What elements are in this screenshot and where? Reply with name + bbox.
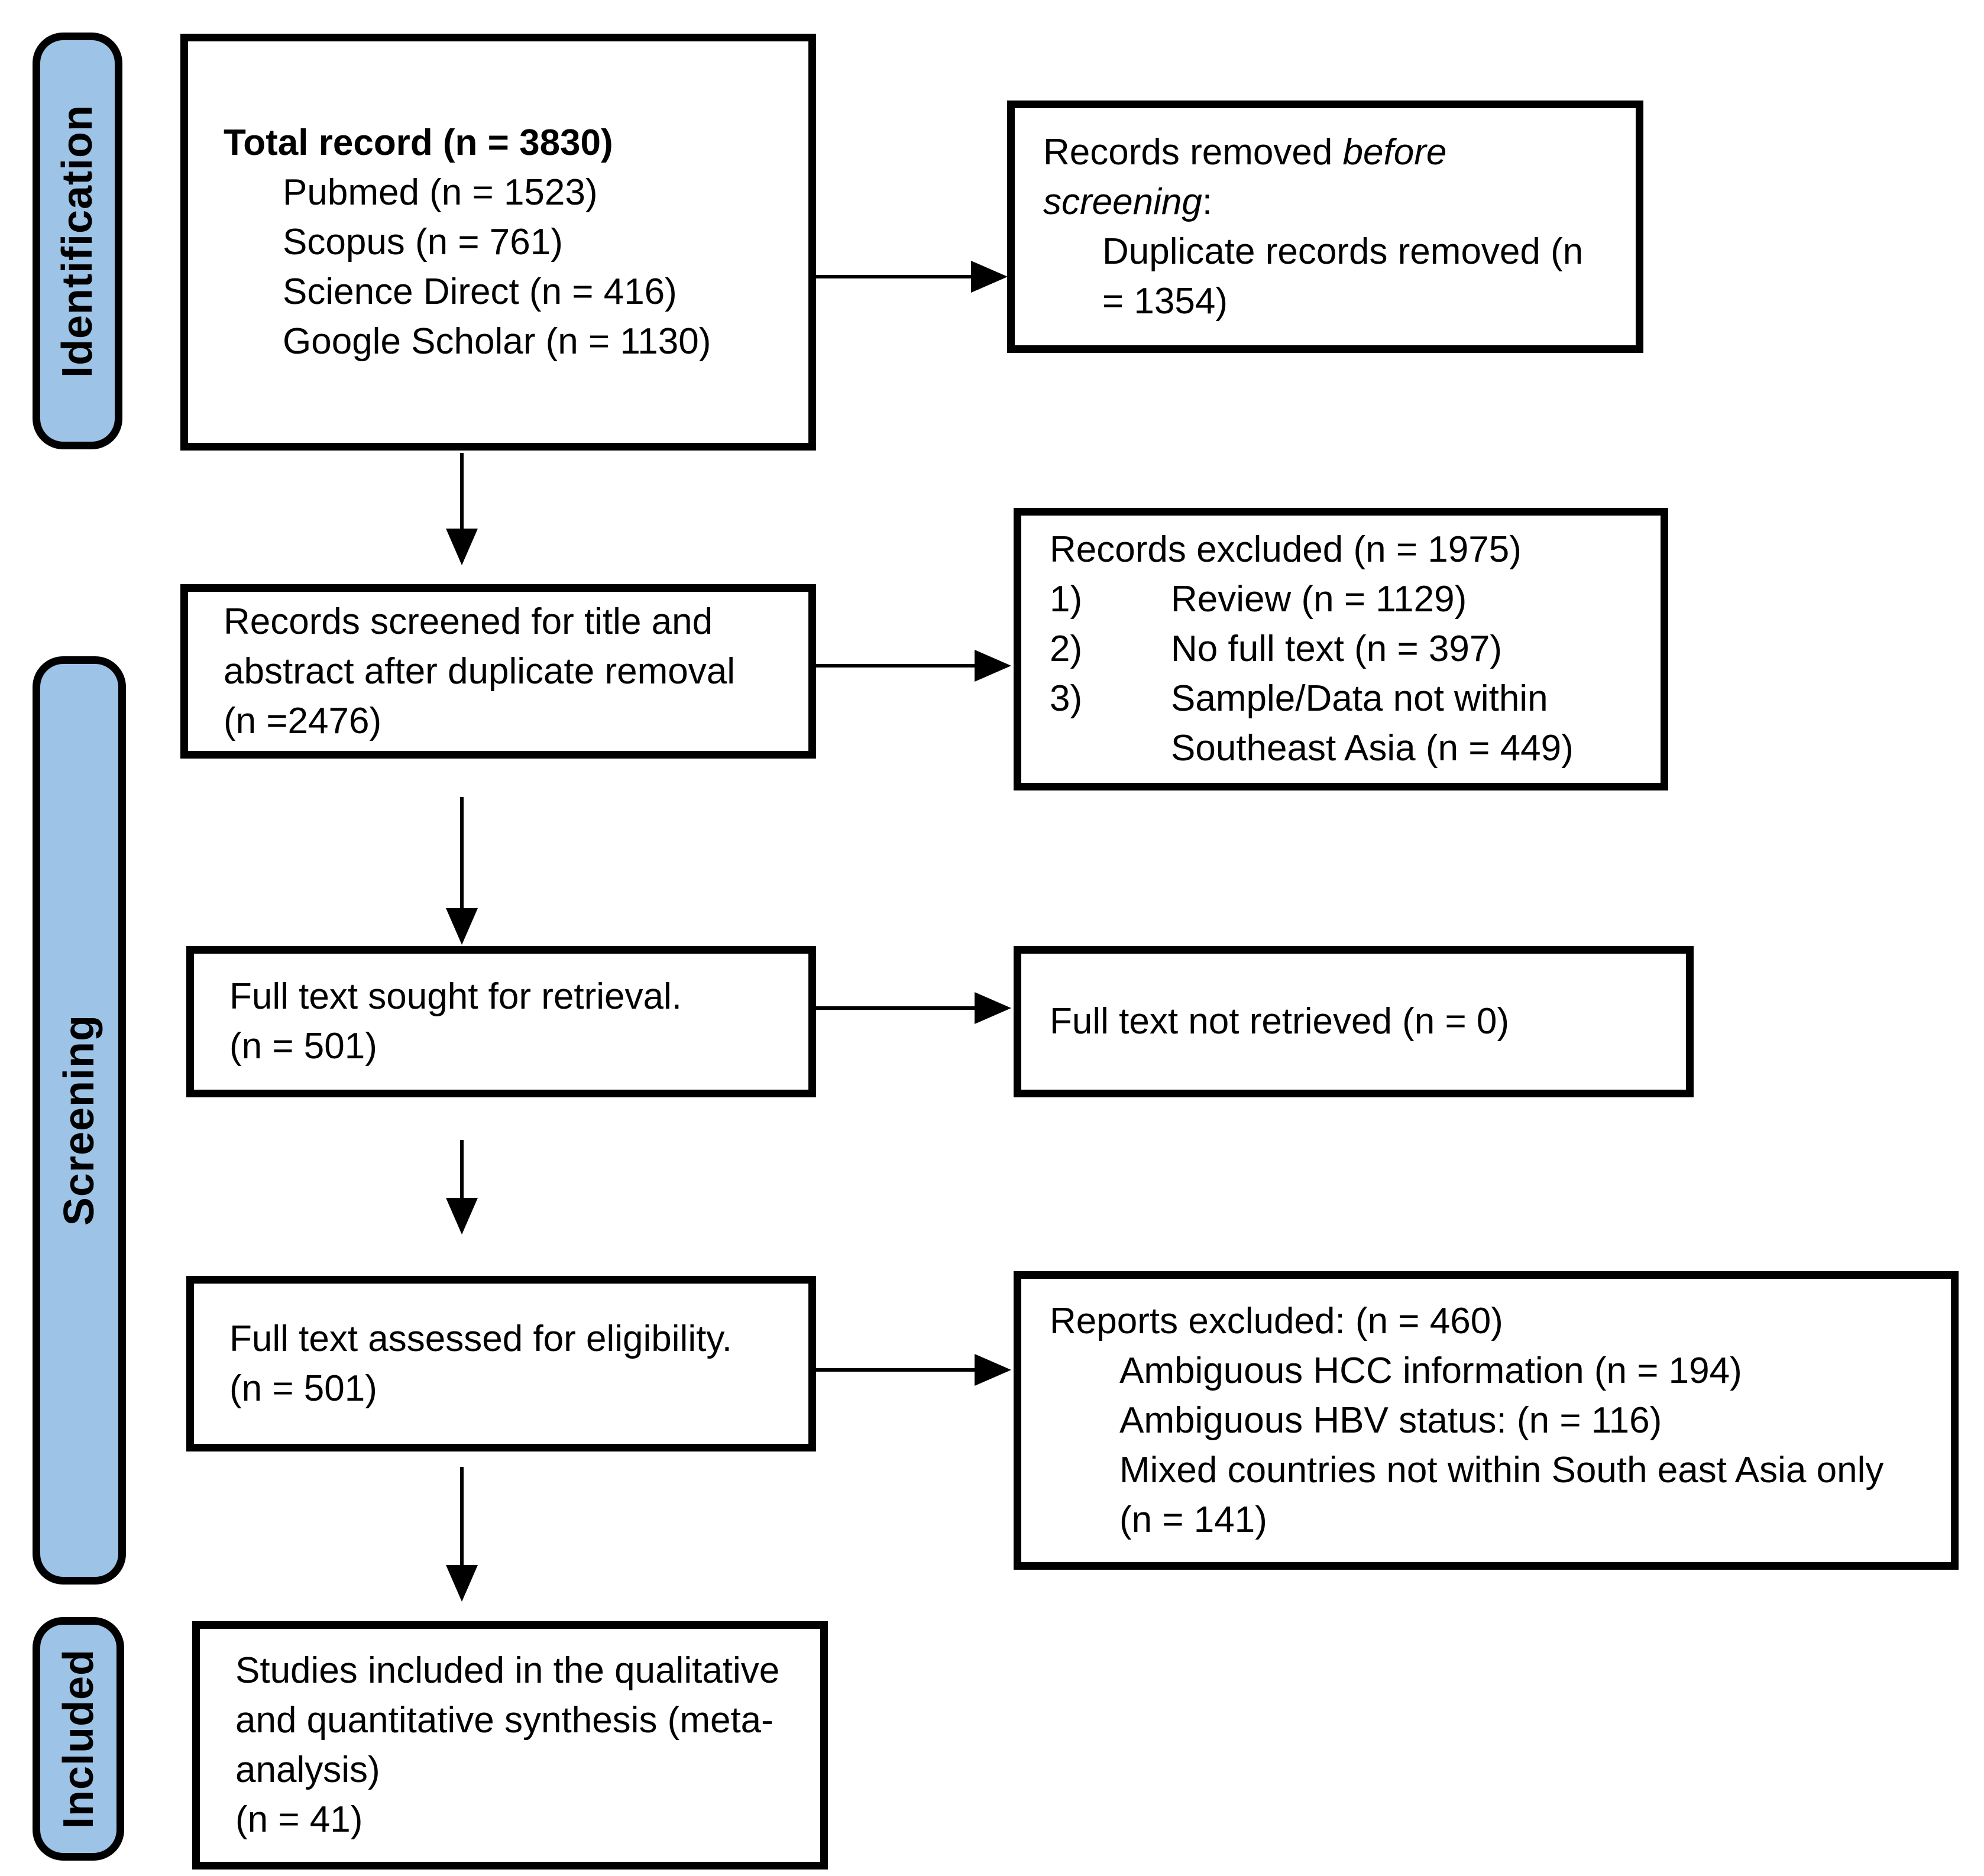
fulltext-sought-line1: Full text sought for retrieval.	[229, 976, 682, 1017]
records-removed-line2-normal: :	[1202, 181, 1213, 222]
arrow-line	[816, 1006, 975, 1010]
records-screened-count: (n =2476)	[224, 700, 382, 741]
arrow-head-icon	[446, 529, 478, 565]
excluded-reason-1-text: Review (n = 1129)	[1171, 579, 1467, 620]
studies-included-count: (n = 41)	[235, 1799, 363, 1840]
excluded-reason-2: 2) No full text (n = 397)	[1050, 624, 1643, 674]
stage-identification-label: Identification	[54, 104, 101, 378]
source-google-scholar: Google Scholar (n = 1130)	[283, 320, 711, 362]
arrow-head-icon	[446, 1565, 478, 1602]
source-scopus: Scopus (n = 761)	[283, 221, 563, 263]
arrow-head-icon	[975, 650, 1011, 682]
excluded-reason-3-num: 3)	[1050, 678, 1083, 719]
reports-excluded-reason-2: Ambiguous HBV status: (n = 116)	[1119, 1399, 1662, 1441]
fulltext-not-retrieved-text: Full text not retrieved (n = 0)	[1050, 1001, 1510, 1042]
excluded-reason-1: 1) Review (n = 1129)	[1050, 575, 1643, 624]
excluded-reason-3: 3) Sample/Data not within	[1050, 674, 1643, 724]
stage-identification: Identification	[33, 33, 122, 449]
reports-excluded-title: Reports excluded: (n = 460)	[1050, 1300, 1503, 1342]
total-records-box: Total record (n = 3830) Pubmed (n = 1523…	[180, 34, 816, 451]
fulltext-sought-count: (n = 501)	[229, 1026, 377, 1067]
records-screened-line2: abstract after duplicate removal	[224, 650, 735, 692]
arrow-head-icon	[975, 992, 1011, 1024]
records-removed-line1-normal: Records removed	[1043, 131, 1343, 173]
source-pubmed: Pubmed (n = 1523)	[283, 171, 598, 213]
reports-excluded-box: Reports excluded: (n = 460) Ambiguous HC…	[1014, 1271, 1959, 1570]
arrow-line	[816, 1368, 975, 1372]
arrow-line	[460, 1467, 464, 1567]
arrow-line	[460, 453, 464, 531]
fulltext-assessed-box: Full text assessed for eligibility. (n =…	[186, 1276, 816, 1451]
excluded-reason-2-num: 2)	[1050, 628, 1083, 669]
excluded-reason-1-num: 1)	[1050, 579, 1083, 620]
stage-included: Included	[33, 1617, 124, 1861]
records-removed-box: Records removed before screening: Duplic…	[1007, 101, 1643, 353]
records-removed-line1: Records removed before	[1043, 128, 1618, 177]
excluded-reason-3-cont: Southeast Asia (n = 449)	[1171, 728, 1574, 769]
duplicates-removed-line2: = 1354)	[1102, 280, 1228, 322]
records-screened-box: Records screened for title and abstract …	[180, 584, 816, 759]
excluded-reason-3-text: Sample/Data not within	[1171, 678, 1548, 719]
arrow-line	[460, 1140, 464, 1200]
arrow-head-icon	[975, 1354, 1011, 1386]
records-excluded-title: Records excluded (n = 1975)	[1050, 529, 1522, 570]
excluded-reason-2-text: No full text (n = 397)	[1171, 628, 1502, 669]
arrow-line	[460, 797, 464, 911]
stage-screening-label: Screening	[56, 1015, 103, 1226]
reports-excluded-reason-3-count: (n = 141)	[1119, 1499, 1267, 1540]
fulltext-not-retrieved-box: Full text not retrieved (n = 0)	[1014, 946, 1694, 1097]
records-removed-line2: screening:	[1043, 177, 1618, 227]
fulltext-assessed-line1: Full text assessed for eligibility.	[229, 1318, 732, 1359]
studies-included-line3: analysis)	[235, 1749, 380, 1790]
records-excluded-box: Records excluded (n = 1975) 1) Review (n …	[1014, 508, 1668, 790]
arrow-head-icon	[971, 261, 1008, 293]
records-removed-line2-italic: screening	[1043, 181, 1202, 222]
records-removed-line1-italic: before	[1342, 131, 1447, 173]
studies-included-line1: Studies included in the qualitative	[235, 1650, 780, 1691]
fulltext-assessed-count: (n = 501)	[229, 1368, 377, 1409]
duplicates-removed-line1: Duplicate records removed (n	[1102, 231, 1584, 272]
fulltext-sought-box: Full text sought for retrieval. (n = 501…	[186, 946, 816, 1097]
studies-included-box: Studies included in the qualitative and …	[192, 1621, 828, 1869]
arrow-line	[816, 664, 975, 668]
studies-included-line2: and quantitative synthesis (meta-	[235, 1700, 773, 1741]
stage-included-label: Included	[54, 1648, 102, 1829]
arrow-head-icon	[446, 1198, 478, 1235]
reports-excluded-reason-3: Mixed countries not within South east As…	[1119, 1449, 1884, 1491]
records-screened-line1: Records screened for title and	[224, 601, 713, 642]
total-records-title: Total record (n = 3830)	[224, 122, 613, 163]
arrow-head-icon	[446, 908, 478, 945]
stage-screening: Screening	[33, 656, 126, 1585]
reports-excluded-reason-1: Ambiguous HCC information (n = 194)	[1119, 1350, 1742, 1391]
source-science-direct: Science Direct (n = 416)	[283, 271, 677, 312]
arrow-line	[816, 275, 975, 278]
